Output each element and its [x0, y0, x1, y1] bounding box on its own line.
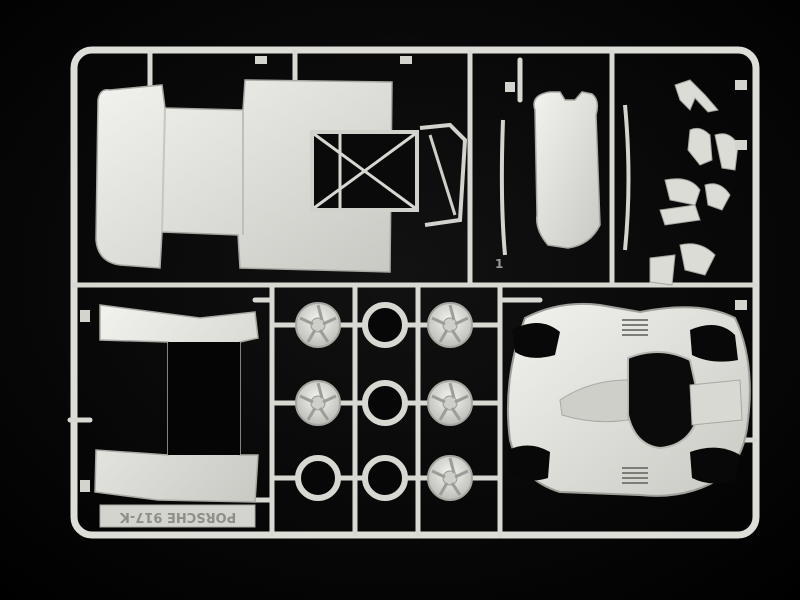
body-vents: [622, 319, 648, 484]
lower-body-panel: PORSCHE 917-K: [94, 304, 259, 528]
mold-text-porsche: PORSCHE 917-K: [119, 509, 236, 524]
wheel-rim-spoked: [427, 455, 473, 501]
wheel-ring: [295, 455, 341, 501]
part-number-mark: 1: [495, 257, 503, 271]
small-parts-cluster: [649, 79, 739, 286]
sprue-gate-tabs: [80, 56, 747, 492]
wheel-rim-spoked: [295, 380, 341, 426]
wheel-rim-spoked: [295, 302, 341, 348]
wheel-ring: [362, 380, 408, 426]
chassis-floor-part: [95, 79, 468, 273]
rear-deck-part: 1: [495, 91, 631, 271]
wheel-rim-spoked: [427, 302, 473, 348]
sprue-frame: [70, 46, 760, 539]
car-body-shell: [506, 302, 751, 497]
wheel-ring: [362, 302, 408, 348]
wheel-rim-spoked: [427, 380, 473, 426]
wheel-grid: [295, 302, 473, 501]
wheel-ring: [362, 455, 408, 501]
